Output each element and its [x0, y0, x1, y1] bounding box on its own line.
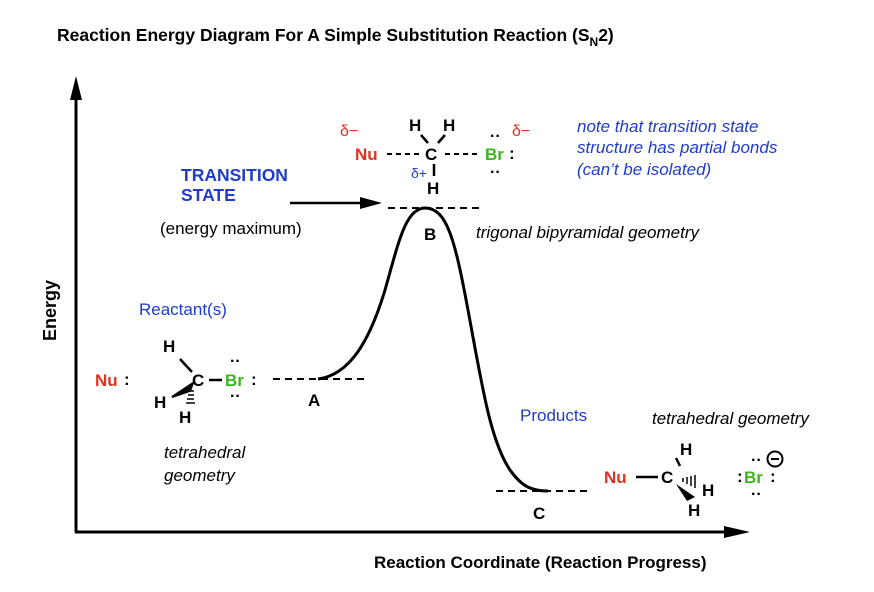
- reactant-br-lone-pair-right: :: [251, 370, 257, 389]
- reactant-wedge-bond-fill: [171, 380, 196, 398]
- product-h-bottom: H: [688, 501, 700, 520]
- ts-br-lone-pair-bottom: ··: [490, 164, 501, 181]
- energy-maximum-label: (energy maximum): [160, 219, 302, 238]
- ts-bond-h-right: [437, 134, 446, 144]
- x-axis-label: Reaction Coordinate (Reaction Progress): [374, 553, 707, 572]
- reactant-hash-bond: [186, 390, 195, 404]
- product-geometry-label: tetrahedral geometry: [652, 409, 810, 428]
- ts-pointer-arrow-icon: [360, 197, 382, 209]
- product-hash-bond: [682, 475, 696, 488]
- product-br-lone-pair-top: ··: [751, 452, 762, 469]
- energy-curve: [317, 206, 549, 493]
- ts-nu: Nu: [355, 145, 378, 164]
- ts-br-lone-pair-top: ··: [490, 128, 501, 145]
- reactant-bond-h-top: [179, 358, 193, 373]
- reactant-carbon: C: [192, 371, 204, 390]
- y-axis-arrow-icon: [70, 76, 82, 100]
- product-structure: Nu C H H H : Br ·· ·· :: [604, 440, 784, 520]
- product-br-lone-pair-left: :: [737, 467, 743, 486]
- reactant-structure: Nu : H C Br ·· ·· : H H: [95, 337, 257, 427]
- products-label: Products: [520, 406, 587, 425]
- ts-h-left: H: [409, 116, 421, 135]
- product-h-top: H: [680, 440, 692, 459]
- x-axis-arrow-icon: [724, 526, 750, 538]
- ts-bond-h-left: [420, 134, 429, 144]
- reactant-h-bottom: H: [179, 408, 191, 427]
- reactants-label: Reactant(s): [139, 300, 227, 319]
- point-c-label: C: [533, 504, 545, 523]
- ts-carbon: C: [425, 145, 437, 164]
- ts-h-right: H: [443, 116, 455, 135]
- ts-br-lone-pair-right: :: [509, 144, 515, 163]
- reactant-h-top: H: [163, 337, 175, 356]
- reactant-br: Br: [225, 371, 244, 390]
- diagram-title: Reaction Energy Diagram For A Simple Sub…: [57, 25, 614, 49]
- ts-h-bottom: H: [427, 179, 439, 198]
- y-axis-label: Energy: [40, 280, 60, 341]
- point-a-label: A: [308, 391, 320, 410]
- ts-note-line-3: (can’t be isolated): [577, 160, 711, 179]
- product-wedge-bond: [676, 484, 695, 501]
- ts-note-line-2: structure has partial bonds: [577, 138, 778, 157]
- transition-state-label-1: TRANSITION: [181, 165, 288, 185]
- ts-geometry-label: trigonal bipyramidal geometry: [476, 223, 700, 242]
- product-br-lone-pair-bottom: ··: [751, 486, 762, 503]
- reactant-nu-lone-pair: :: [124, 370, 130, 389]
- reactant-geometry-line-1: tetrahedral: [164, 443, 246, 462]
- point-b-label: B: [424, 225, 436, 244]
- ts-delta-plus: δ+: [411, 165, 427, 181]
- reactant-nu: Nu: [95, 371, 118, 390]
- reactant-br-lone-pair-top: ··: [230, 353, 241, 370]
- product-bond-h-top: [674, 457, 682, 467]
- ts-delta-minus-br: δ−: [512, 123, 530, 140]
- product-nu: Nu: [604, 468, 627, 487]
- ts-delta-minus-nu: δ−: [340, 123, 358, 140]
- product-h-right: H: [702, 481, 714, 500]
- product-br: Br: [744, 468, 763, 487]
- ts-note-line-1: note that transition state: [577, 117, 758, 136]
- reactant-h-left: H: [154, 393, 166, 412]
- transition-state-structure: δ− Nu C H H H δ+ Br ·· ·· : δ−: [340, 116, 530, 198]
- ts-br: Br: [485, 145, 504, 164]
- reactant-br-lone-pair-bottom: ··: [230, 388, 241, 405]
- product-br-lone-pair-right: :: [770, 467, 776, 486]
- product-carbon: C: [661, 468, 673, 487]
- transition-state-label-2: STATE: [181, 185, 236, 205]
- reactant-geometry-line-2: geometry: [164, 466, 236, 485]
